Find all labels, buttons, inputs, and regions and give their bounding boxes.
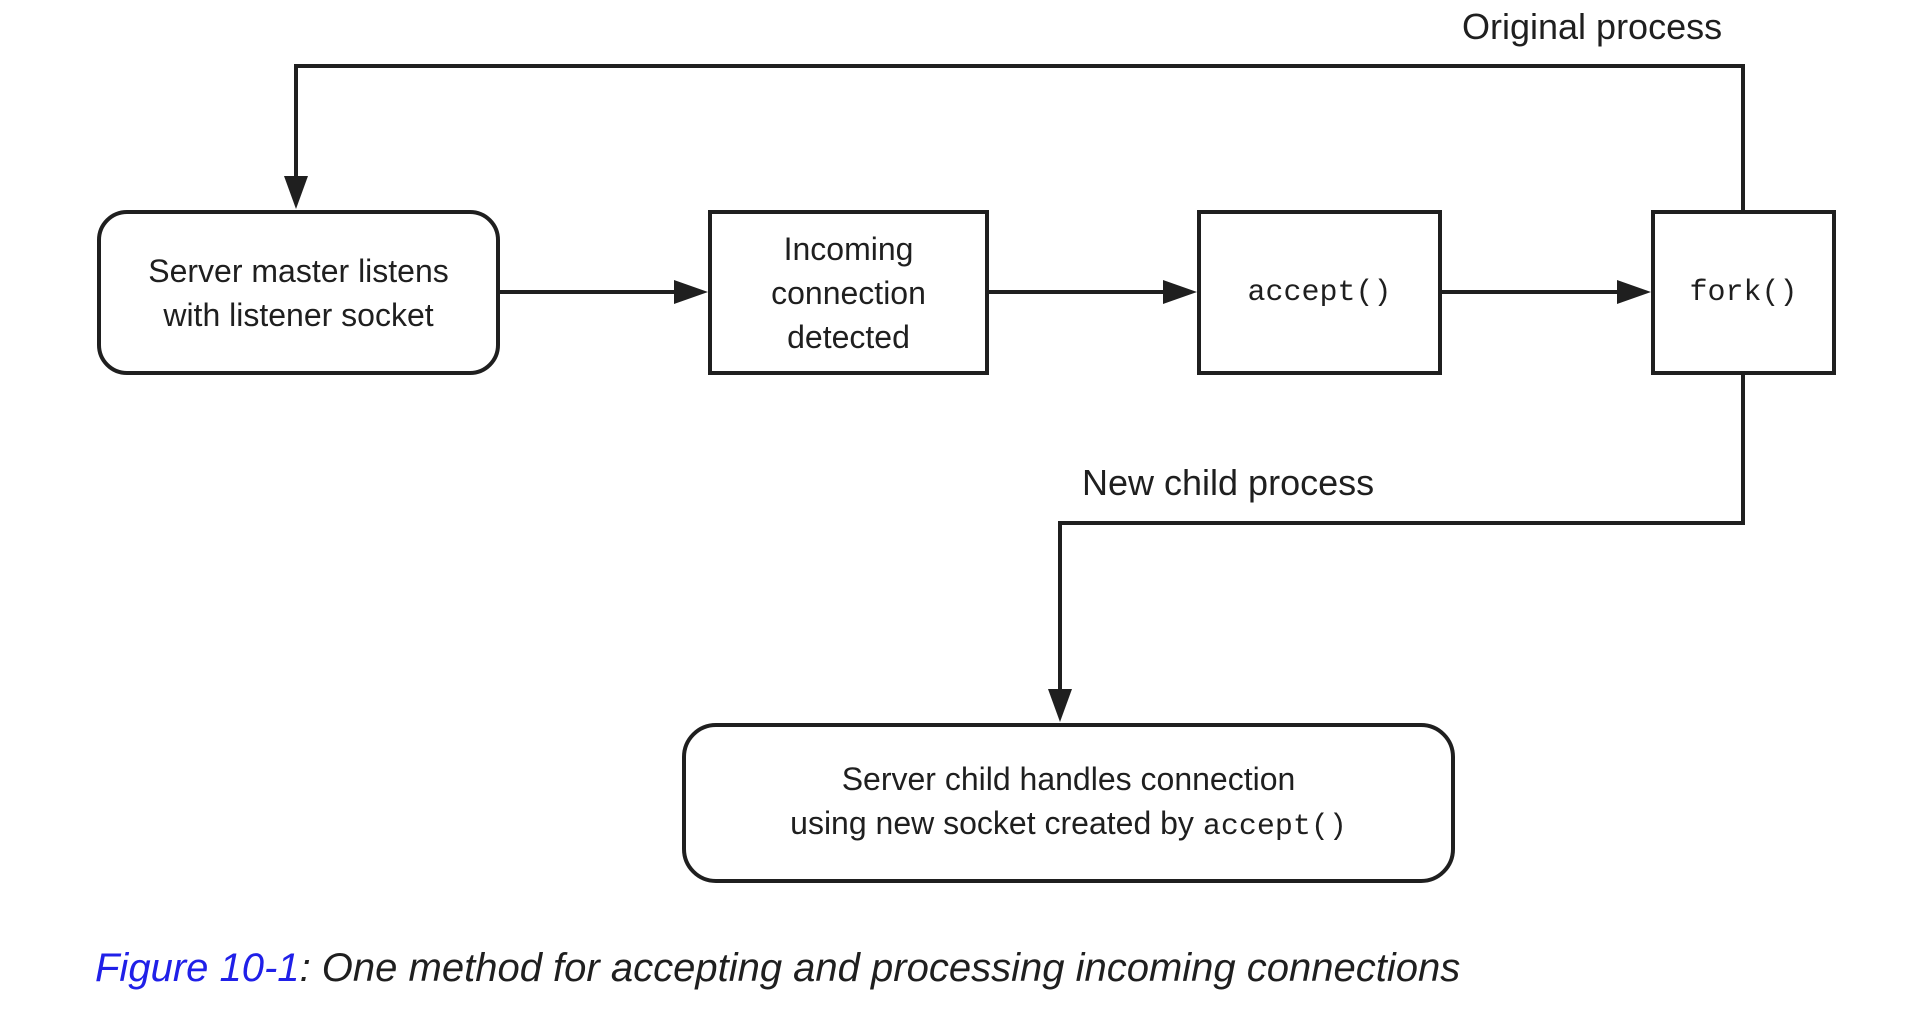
loop-arrow-original-process bbox=[284, 64, 1745, 210]
node-text-line: Server child handles connection bbox=[841, 761, 1296, 797]
arrowhead-down-icon bbox=[284, 176, 308, 209]
node-fork: fork() bbox=[1651, 210, 1836, 375]
node-text-line: Incoming bbox=[783, 230, 914, 267]
arrowhead-right-icon bbox=[1617, 280, 1651, 304]
node-accept: accept() bbox=[1197, 210, 1442, 375]
node-code-text: accept() bbox=[1202, 810, 1347, 844]
arrow-accept-to-fork bbox=[1442, 280, 1651, 304]
arrow-master-to-incoming bbox=[498, 280, 708, 304]
node-text-line: using new socket created by accept() bbox=[790, 801, 1347, 849]
node-text-line: connection bbox=[771, 274, 926, 311]
node-code-text: accept() bbox=[1247, 275, 1392, 310]
node-server-master: Server master listens with listener sock… bbox=[97, 210, 500, 375]
node-text-line: Server master listens bbox=[148, 252, 449, 289]
node-text-part: using new socket created by bbox=[790, 805, 1203, 841]
figure-number: Figure 10-1 bbox=[95, 946, 300, 990]
new-child-process-label: New child process bbox=[1082, 462, 1375, 503]
arrowhead-right-icon bbox=[1163, 280, 1197, 304]
original-process-label: Original process bbox=[1462, 6, 1723, 47]
figure-caption: Figure 10-1: One method for accepting an… bbox=[95, 942, 1460, 994]
child-path-arrow bbox=[1048, 375, 1745, 722]
caption-separator: : bbox=[299, 946, 322, 990]
node-code-text: fork() bbox=[1689, 275, 1798, 310]
arrowhead-down-icon bbox=[1048, 689, 1072, 722]
node-incoming-connection: Incoming connection detected bbox=[708, 210, 989, 375]
arrowhead-right-icon bbox=[674, 280, 708, 304]
node-text-line: with listener socket bbox=[163, 296, 434, 333]
arrow-incoming-to-accept bbox=[989, 280, 1197, 304]
caption-text: One method for accepting and processing … bbox=[321, 946, 1461, 990]
node-server-child: Server child handles connection using ne… bbox=[682, 723, 1455, 883]
node-text-line: detected bbox=[787, 318, 910, 355]
